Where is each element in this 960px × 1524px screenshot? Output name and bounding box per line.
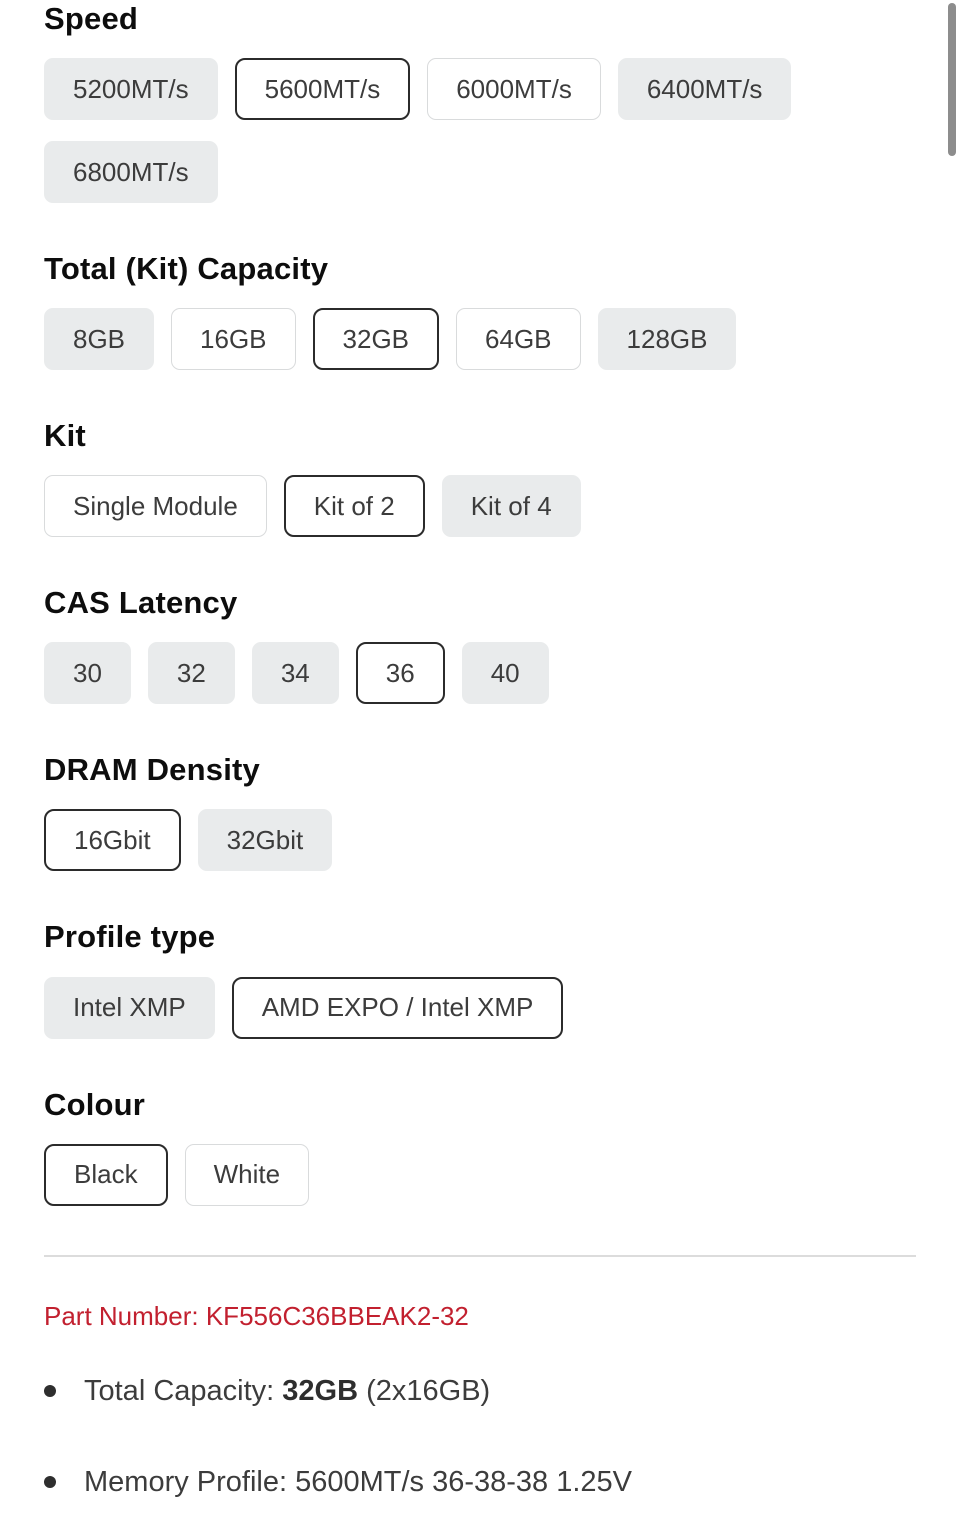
density-option-16gbit[interactable]: 16Gbit bbox=[44, 809, 181, 872]
dram-density-options: 16Gbit 32Gbit bbox=[44, 809, 916, 872]
capacity-option-32gb[interactable]: 32GB bbox=[312, 308, 440, 371]
part-number-value: KF556C36BBEAK2-32 bbox=[205, 1300, 469, 1331]
bullet-dot-icon bbox=[44, 1384, 56, 1397]
colour-options: Black White bbox=[44, 1143, 916, 1206]
spec-text-bold: 32GB bbox=[282, 1374, 359, 1407]
filter-section-colour: Colour Black White bbox=[44, 1086, 916, 1206]
filter-section-cas-latency: CAS Latency 30 32 34 36 40 bbox=[44, 585, 916, 705]
capacity-option-64gb[interactable]: 64GB bbox=[456, 308, 581, 371]
bullet-dot-icon bbox=[44, 1476, 56, 1489]
profile-option-amd-expo-intel-xmp[interactable]: AMD EXPO / Intel XMP bbox=[231, 976, 564, 1039]
speed-options: 5200MT/s 5600MT/s 6000MT/s 6400MT/s 6800… bbox=[44, 58, 916, 204]
scrollbar-thumb[interactable] bbox=[948, 3, 956, 156]
filter-section-profile-type: Profile type Intel XMP AMD EXPO / Intel … bbox=[44, 919, 916, 1039]
filter-section-speed: Speed 5200MT/s 5600MT/s 6000MT/s 6400MT/… bbox=[44, 1, 916, 204]
section-heading-cas-latency: CAS Latency bbox=[44, 585, 238, 621]
kit-option-kit-of-4[interactable]: Kit of 4 bbox=[441, 475, 581, 538]
spec-text-prefix: Total Capacity: bbox=[84, 1374, 283, 1407]
section-heading-profile-type: Profile type bbox=[44, 919, 216, 955]
speed-option-6800mts[interactable]: 6800MT/s bbox=[44, 141, 218, 204]
cas-option-34[interactable]: 34 bbox=[251, 642, 339, 705]
profile-type-options: Intel XMP AMD EXPO / Intel XMP bbox=[44, 976, 916, 1039]
density-option-32gbit[interactable]: 32Gbit bbox=[197, 809, 333, 872]
cas-option-36[interactable]: 36 bbox=[355, 642, 445, 705]
spec-bullet-total-capacity: Total Capacity: 32GB (2x16GB) bbox=[44, 1374, 916, 1408]
spec-text-prefix: Memory Profile: 5600MT/s 36-38-38 1.25V bbox=[84, 1466, 633, 1499]
colour-option-white[interactable]: White bbox=[184, 1143, 310, 1206]
capacity-options: 8GB 16GB 32GB 64GB 128GB bbox=[44, 308, 916, 371]
spec-text-suffix: (2x16GB) bbox=[358, 1374, 491, 1407]
capacity-option-128gb[interactable]: 128GB bbox=[597, 308, 737, 371]
speed-option-5200mts[interactable]: 5200MT/s bbox=[44, 58, 218, 121]
cas-option-40[interactable]: 40 bbox=[461, 642, 549, 705]
capacity-option-8gb[interactable]: 8GB bbox=[44, 308, 155, 371]
section-heading-kit: Kit bbox=[44, 418, 86, 454]
divider bbox=[44, 1254, 916, 1257]
section-heading-speed: Speed bbox=[44, 1, 139, 36]
cas-option-32[interactable]: 32 bbox=[147, 642, 235, 705]
profile-option-intel-xmp[interactable]: Intel XMP bbox=[44, 976, 215, 1039]
filter-section-kit: Kit Single Module Kit of 2 Kit of 4 bbox=[44, 418, 916, 538]
kit-options: Single Module Kit of 2 Kit of 4 bbox=[44, 475, 916, 538]
capacity-option-16gb[interactable]: 16GB bbox=[171, 308, 296, 371]
filter-section-capacity: Total (Kit) Capacity 8GB 16GB 32GB 64GB … bbox=[44, 251, 916, 371]
speed-option-6400mts[interactable]: 6400MT/s bbox=[617, 58, 792, 121]
spec-bullet-list: Total Capacity: 32GB (2x16GB) Memory Pro… bbox=[44, 1374, 916, 1499]
speed-option-6000mts[interactable]: 6000MT/s bbox=[427, 58, 601, 121]
cas-option-30[interactable]: 30 bbox=[44, 642, 131, 705]
spec-bullet-memory-profile: Memory Profile: 5600MT/s 36-38-38 1.25V bbox=[44, 1465, 916, 1499]
cas-latency-options: 30 32 34 36 40 bbox=[44, 642, 916, 705]
filter-section-dram-density: DRAM Density 16Gbit 32Gbit bbox=[44, 752, 916, 872]
section-heading-colour: Colour bbox=[44, 1086, 146, 1122]
kit-option-single-module[interactable]: Single Module bbox=[44, 475, 267, 538]
section-heading-capacity: Total (Kit) Capacity bbox=[44, 251, 329, 287]
part-number: Part Number: KF556C36BBEAK2-32 bbox=[44, 1301, 916, 1332]
part-number-label: Part Number: bbox=[44, 1300, 199, 1331]
section-heading-dram-density: DRAM Density bbox=[44, 752, 260, 788]
speed-option-5600mts[interactable]: 5600MT/s bbox=[234, 58, 411, 121]
kit-option-kit-of-2[interactable]: Kit of 2 bbox=[283, 475, 425, 538]
colour-option-black[interactable]: Black bbox=[44, 1143, 168, 1206]
